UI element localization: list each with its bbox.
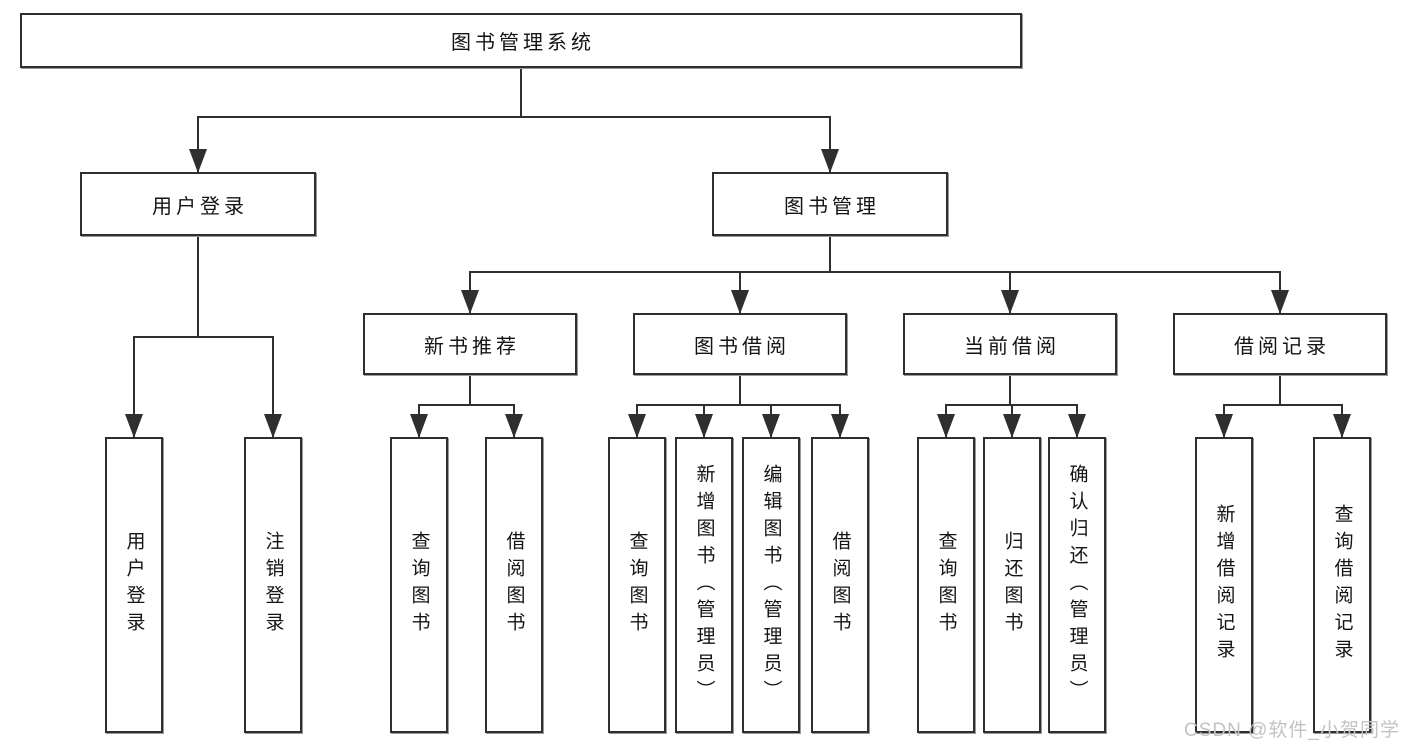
node-leaf-bb-add-books: 新增图书（管理员） bbox=[675, 437, 733, 733]
edge-stem-current-borrowing bbox=[1009, 375, 1011, 405]
edge-rail-library-system bbox=[197, 116, 831, 118]
arrowhead-leaf-cb-return-books bbox=[1003, 414, 1021, 438]
node-label-current-borrowing: 当前借阅 bbox=[964, 335, 1060, 358]
arrowhead-leaf-cb-confirm-return bbox=[1068, 414, 1086, 438]
edge-stem-book-borrowing bbox=[739, 375, 741, 405]
node-leaf-cb-return-books: 归还图书 bbox=[983, 437, 1041, 733]
arrowhead-leaf-cb-query-books bbox=[937, 414, 955, 438]
node-leaf-nb-borrow-books: 借阅图书 bbox=[485, 437, 543, 733]
edge-stem-book-management bbox=[829, 236, 831, 272]
edge-stem-user-login bbox=[197, 236, 199, 337]
arrowhead-leaf-logout bbox=[264, 414, 282, 438]
node-label-leaf-cb-confirm-return: 确认归还（管理员） bbox=[1066, 463, 1088, 707]
arrowhead-leaf-br-query-record bbox=[1333, 414, 1351, 438]
arrowhead-leaf-nb-query-books bbox=[410, 414, 428, 438]
csdn-watermark: CSDN @软件_小贺同学 bbox=[1184, 720, 1400, 741]
arrowhead-book-management bbox=[821, 149, 839, 173]
node-leaf-logout: 注销登录 bbox=[244, 437, 302, 733]
arrowhead-leaf-user-login bbox=[125, 414, 143, 438]
arrowhead-leaf-bb-add-books bbox=[695, 414, 713, 438]
node-label-book-borrowing: 图书借阅 bbox=[694, 335, 790, 358]
edge-rail-new-book-recommend bbox=[418, 404, 515, 406]
node-book-management: 图书管理 bbox=[712, 172, 948, 236]
node-label-leaf-cb-query-books: 查询图书 bbox=[935, 531, 957, 639]
node-leaf-bb-borrow-books: 借阅图书 bbox=[811, 437, 869, 733]
node-label-borrowing-records: 借阅记录 bbox=[1234, 335, 1330, 358]
arrowhead-leaf-bb-borrow-books bbox=[831, 414, 849, 438]
node-new-book-recommend: 新书推荐 bbox=[363, 313, 577, 375]
edge-rail-book-borrowing bbox=[636, 404, 841, 406]
node-label-leaf-br-add-record: 新增借阅记录 bbox=[1213, 504, 1235, 666]
arrowhead-borrowing-records bbox=[1271, 290, 1289, 314]
node-leaf-bb-edit-books: 编辑图书（管理员） bbox=[742, 437, 800, 733]
node-label-leaf-nb-borrow-books: 借阅图书 bbox=[503, 531, 525, 639]
edge-drop-book-management bbox=[829, 117, 831, 172]
edge-stem-library-system bbox=[520, 68, 522, 117]
arrowhead-leaf-nb-borrow-books bbox=[505, 414, 523, 438]
node-borrowing-records: 借阅记录 bbox=[1173, 313, 1387, 375]
node-label-user-login: 用户登录 bbox=[152, 195, 248, 218]
node-leaf-bb-query-books: 查询图书 bbox=[608, 437, 666, 733]
node-leaf-cb-query-books: 查询图书 bbox=[917, 437, 975, 733]
node-label-leaf-cb-return-books: 归还图书 bbox=[1001, 531, 1023, 639]
arrowhead-new-book-recommend bbox=[461, 290, 479, 314]
node-leaf-nb-query-books: 查询图书 bbox=[390, 437, 448, 733]
node-label-leaf-bb-borrow-books: 借阅图书 bbox=[829, 531, 851, 639]
arrowhead-user-login bbox=[189, 149, 207, 173]
edge-drop-leaf-logout bbox=[272, 337, 274, 437]
node-label-new-book-recommend: 新书推荐 bbox=[424, 335, 520, 358]
node-label-leaf-user-login: 用户登录 bbox=[123, 531, 145, 639]
arrowhead-leaf-br-add-record bbox=[1215, 414, 1233, 438]
node-library-system: 图书管理系统 bbox=[20, 13, 1022, 68]
node-user-login: 用户登录 bbox=[80, 172, 316, 236]
arrowhead-leaf-bb-edit-books bbox=[762, 414, 780, 438]
edge-drop-user-login bbox=[197, 117, 199, 172]
edge-stem-borrowing-records bbox=[1279, 375, 1281, 405]
node-leaf-br-query-record: 查询借阅记录 bbox=[1313, 437, 1371, 733]
node-label-leaf-br-query-record: 查询借阅记录 bbox=[1331, 504, 1353, 666]
edge-rail-book-management bbox=[469, 271, 1281, 273]
node-leaf-br-add-record: 新增借阅记录 bbox=[1195, 437, 1253, 733]
arrowhead-current-borrowing bbox=[1001, 290, 1019, 314]
node-label-leaf-bb-add-books: 新增图书（管理员） bbox=[693, 463, 715, 707]
node-leaf-cb-confirm-return: 确认归还（管理员） bbox=[1048, 437, 1106, 733]
edge-rail-borrowing-records bbox=[1223, 404, 1343, 406]
node-label-leaf-nb-query-books: 查询图书 bbox=[408, 531, 430, 639]
node-current-borrowing: 当前借阅 bbox=[903, 313, 1117, 375]
node-leaf-user-login: 用户登录 bbox=[105, 437, 163, 733]
node-book-borrowing: 图书借阅 bbox=[633, 313, 847, 375]
node-label-book-management: 图书管理 bbox=[784, 195, 880, 218]
arrowhead-book-borrowing bbox=[731, 290, 749, 314]
node-label-leaf-bb-edit-books: 编辑图书（管理员） bbox=[760, 463, 782, 707]
node-label-library-system: 图书管理系统 bbox=[451, 32, 595, 54]
arrowhead-leaf-bb-query-books bbox=[628, 414, 646, 438]
node-label-leaf-bb-query-books: 查询图书 bbox=[626, 531, 648, 639]
node-label-leaf-logout: 注销登录 bbox=[262, 531, 284, 639]
edge-drop-leaf-user-login bbox=[133, 337, 135, 437]
edge-rail-user-login bbox=[133, 336, 274, 338]
edge-stem-new-book-recommend bbox=[469, 375, 471, 405]
